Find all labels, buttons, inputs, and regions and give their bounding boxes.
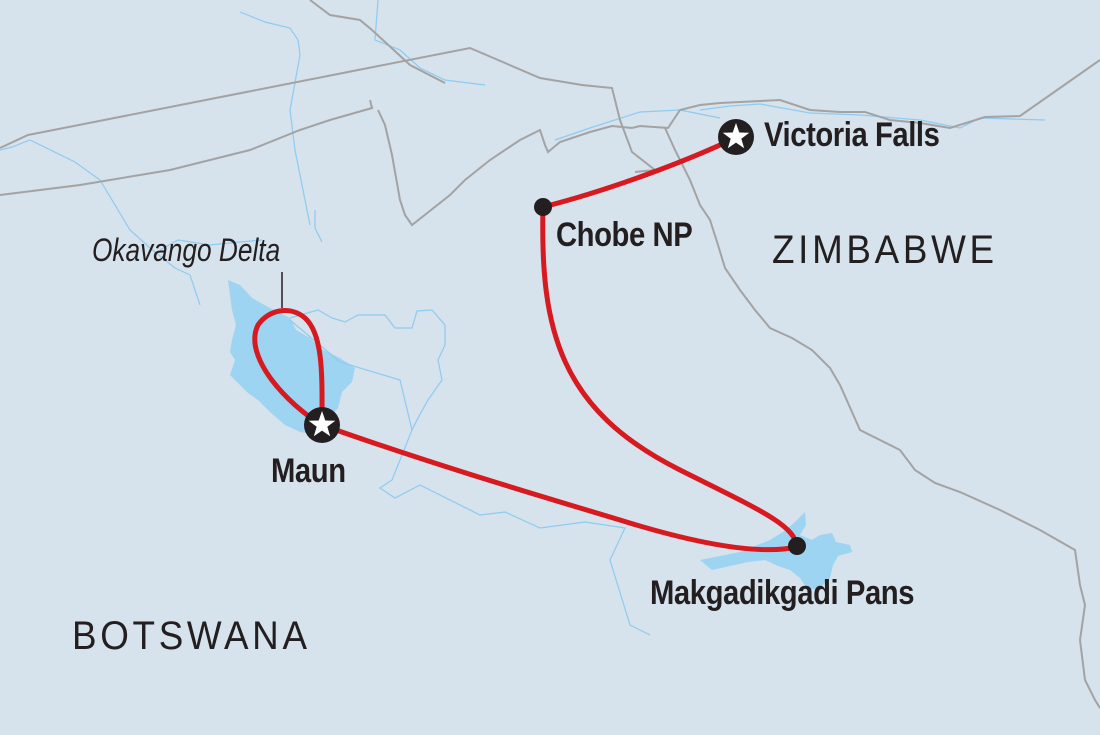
route-makgadikgadi-to-maun: [319, 422, 800, 553]
tour-route: [252, 134, 800, 553]
maun-star-marker[interactable]: [304, 407, 340, 443]
stop-label-chobe-np: Chobe NP: [556, 216, 693, 254]
victoria-falls-star-marker[interactable]: [718, 119, 754, 155]
country-label-botswana: BOTSWANA: [72, 614, 311, 658]
okavango-delta-water: [228, 280, 355, 435]
borders: [0, 0, 1100, 709]
rivers: [0, 0, 1046, 636]
makgadikgadi-pans-dot-marker[interactable]: [788, 537, 806, 555]
country-label-zimbabwe: ZIMBABWE: [772, 228, 998, 272]
map-markers: [304, 119, 806, 555]
route-chobe-to-makgadikgadi: [540, 204, 800, 550]
stop-label-maun: Maun: [271, 452, 346, 490]
route-okavango-loop: [252, 308, 325, 428]
route-victoria-falls-to-chobe: [540, 134, 740, 210]
star-icon: [308, 411, 336, 437]
stop-label-makgadikgadi-pans: Makgadikgadi Pans: [650, 574, 915, 612]
stop-label-victoria-falls: Victoria Falls: [764, 116, 940, 154]
chobe-np-dot-marker[interactable]: [534, 198, 552, 216]
region-label-okavango-delta: Okavango Delta: [92, 232, 281, 268]
star-icon: [722, 123, 750, 149]
